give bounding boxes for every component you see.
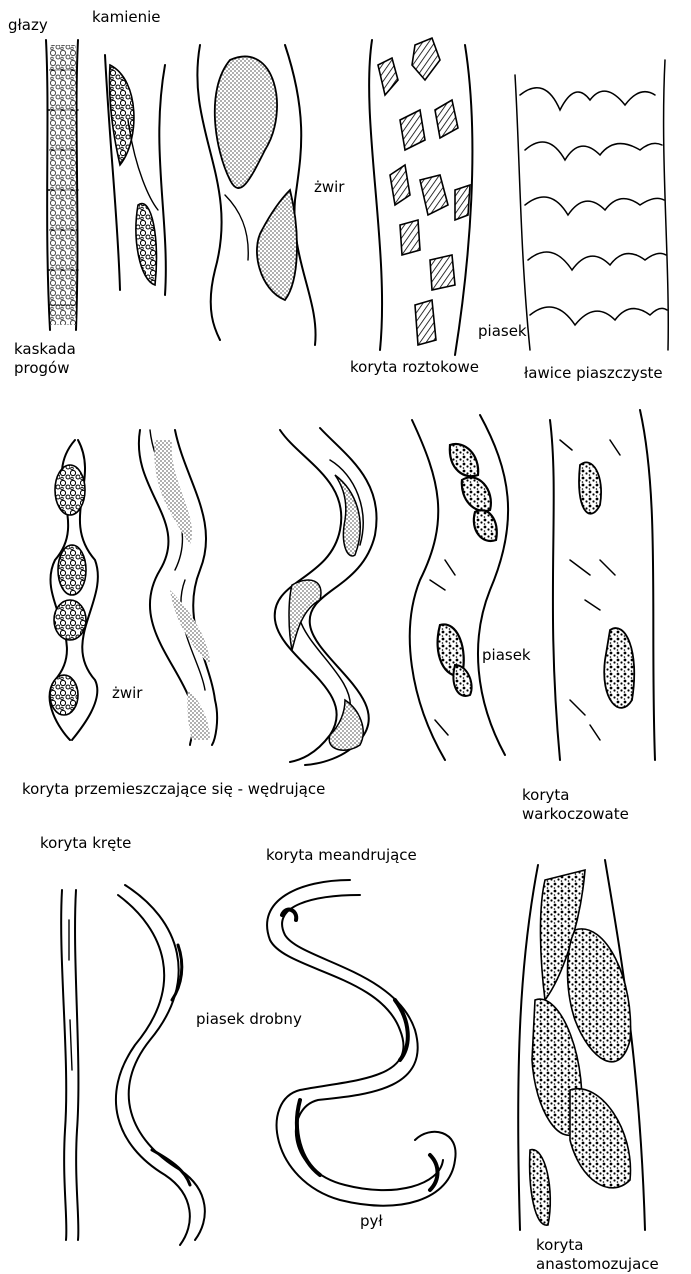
label-kaskada-line1: kaskada <box>14 340 76 359</box>
label-warkoczowate-line1: koryta <box>522 786 629 805</box>
wandering-sand-channel-drawing <box>275 428 377 765</box>
gravel-bar-channel-drawing <box>197 45 315 345</box>
sand-bar-channel-drawing <box>515 60 668 350</box>
braided-roztokowe-channel-drawing <box>369 38 472 355</box>
braided-warkoczowate-channel-drawing <box>550 410 655 760</box>
label-koryta-anastomozujace: koryta anastomozujace <box>536 1236 659 1274</box>
anastomosing-channel-drawing <box>518 860 645 1230</box>
sinuous-straight-channel-drawing <box>61 890 78 1240</box>
label-piasek-drobny: piasek drobny <box>196 1010 302 1029</box>
label-anastomozujace-line1: koryta <box>536 1236 659 1255</box>
pebble-pool-channel-drawing <box>50 440 98 740</box>
label-lawice-piaszczyste: ławice piaszczyste <box>524 364 663 383</box>
label-zwir-mid: żwir <box>112 684 142 703</box>
label-anastomozujace-line2: anastomozujace <box>536 1255 659 1274</box>
label-koryta-roztokowe: koryta roztokowe <box>350 358 479 377</box>
wandering-gravel-channel-drawing <box>139 430 217 745</box>
label-kaskada-progow: kaskada progów <box>14 340 76 378</box>
label-pyl: pył <box>360 1212 383 1231</box>
label-zwir-top: żwir <box>314 178 344 197</box>
label-koryta-przemieszczajace: koryta przemieszczające się - wędrujące <box>22 780 325 799</box>
label-koryta-meandrujace: koryta meandrujące <box>266 846 417 865</box>
label-koryta-warkoczowate: koryta warkoczowate <box>522 786 629 824</box>
label-warkoczowate-line2: warkoczowate <box>522 805 629 824</box>
sinuous-wavy-channel-drawing <box>116 885 205 1245</box>
label-kaskada-line2: progów <box>14 359 76 378</box>
boulder-channel-drawing <box>105 55 166 295</box>
label-piasek-top: piasek <box>478 322 527 341</box>
cascade-channel-drawing <box>46 40 78 330</box>
wandering-dark-bar-channel-drawing <box>410 415 508 760</box>
label-koryta-krete: koryta kręte <box>40 834 131 853</box>
label-piasek-mid: piasek <box>482 646 531 665</box>
label-kamienie: kamienie <box>92 8 161 27</box>
meandering-channel-drawing <box>267 880 455 1206</box>
label-glazy: głazy <box>8 16 48 35</box>
